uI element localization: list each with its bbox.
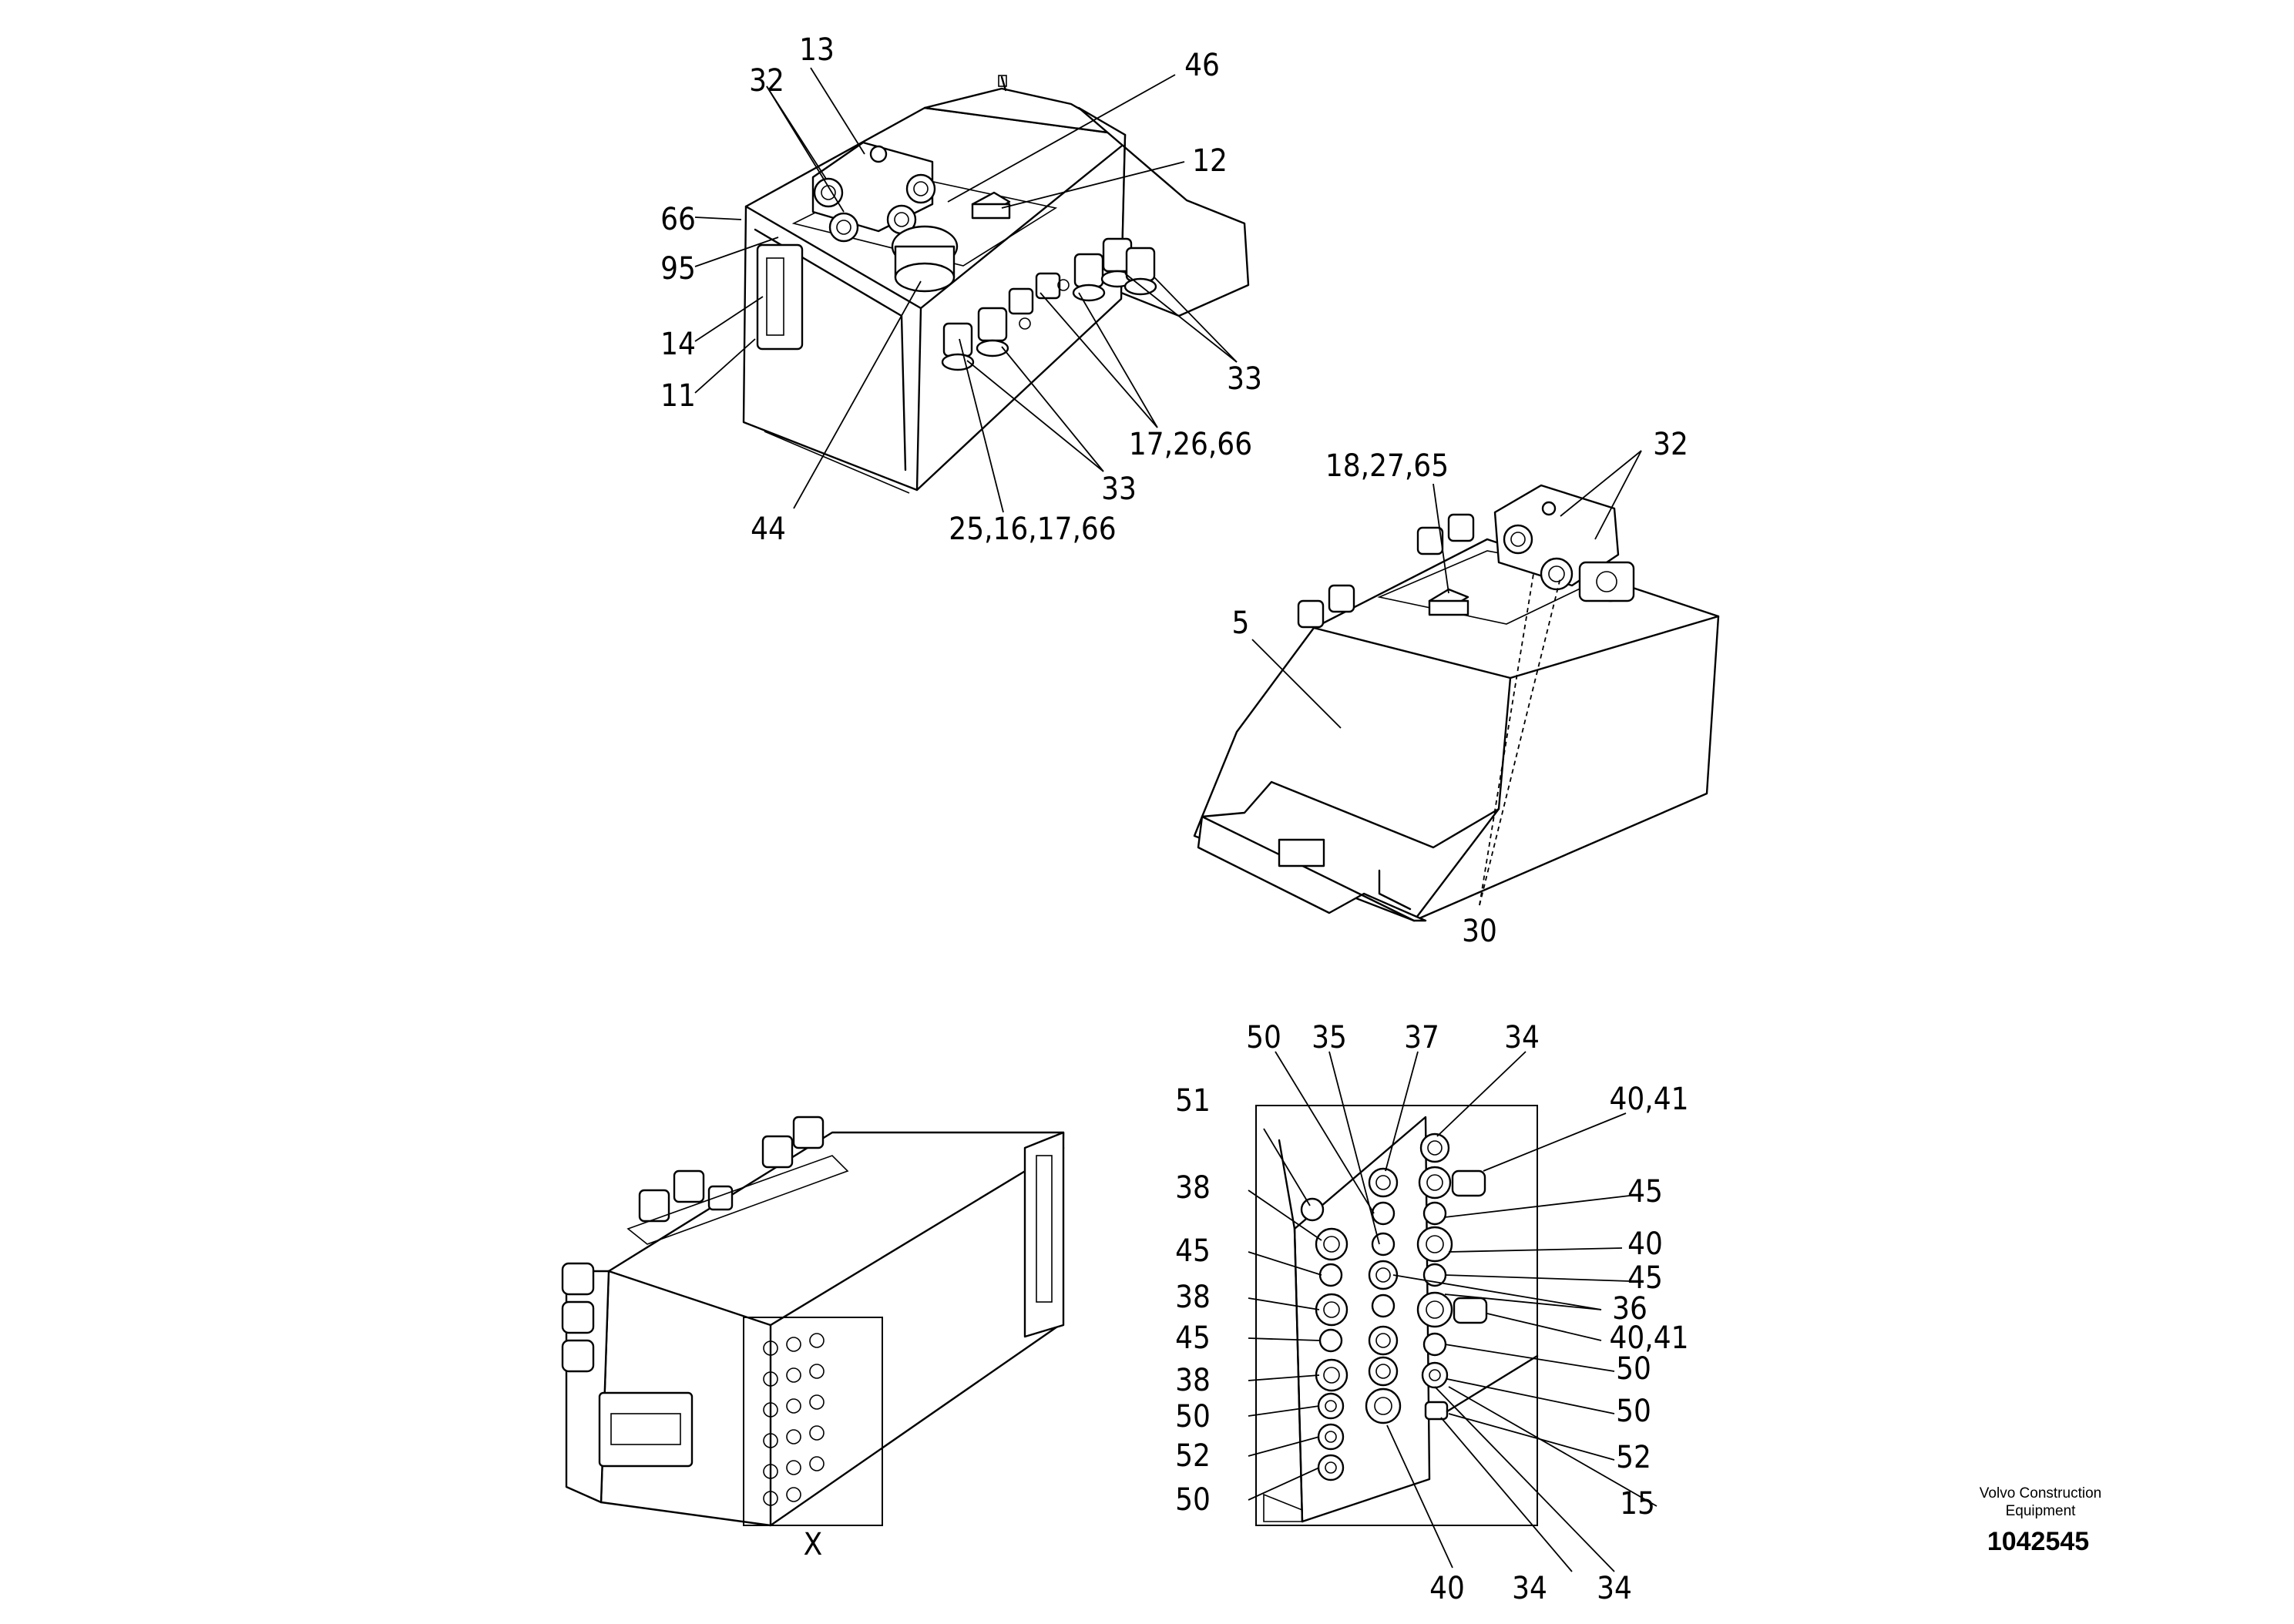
leaders-top-left [694,67,1238,513]
callout-17-26-66: 17,26,66 [1129,427,1252,462]
breather [971,191,1011,220]
callout-95: 95 [660,251,696,287]
detail-x-view: 50 35 37 34 51 38 45 38 45 38 50 52 50 4… [1175,1020,1688,1606]
bottom-left-tank-view: X [561,1116,1065,1562]
callout-37: 37 [1404,1020,1439,1055]
callout-50-a: 50 [1175,1399,1211,1434]
callout-40-41-b: 40,41 [1610,1320,1689,1356]
filter-housing-2 [1493,484,1635,602]
callout-33-b: 33 [1101,471,1137,507]
callout-18-27-65: 18,27,65 [1325,448,1449,484]
callout-40-bottom: 40 [1429,1571,1465,1606]
top-left-tank-view: 13 32 46 12 66 95 14 11 33 17,26,66 33 2… [660,32,1262,547]
side-fittings-3 [561,1262,595,1373]
callout-11: 11 [660,378,696,414]
callout-15: 15 [1620,1486,1655,1522]
leaders-detail-x [1248,1051,1658,1572]
callout-30: 30 [1462,914,1497,949]
detail-x-fittings-small [763,1333,825,1506]
title-block: Volvo Construction Equipment 1042545 [1980,1485,2101,1556]
callout-45-c: 45 [1627,1174,1663,1210]
detail-x-border [1255,1105,1538,1526]
document-number: 1042545 [1987,1527,2089,1556]
callout-33-a: 33 [1227,361,1262,397]
callout-40-41-a: 40,41 [1610,1082,1689,1117]
fittings-col-a [1300,1197,1349,1481]
callout-50-top: 50 [1246,1020,1281,1055]
brand-line-1: Volvo Construction [1980,1485,2101,1502]
callout-12: 12 [1192,143,1228,179]
callout-50-b: 50 [1175,1482,1211,1518]
callout-45-a: 45 [1175,1233,1211,1269]
fittings-col-b [1365,1167,1402,1424]
hose-fittings-33 [941,237,1157,371]
callout-35: 35 [1312,1020,1347,1055]
callout-34-top: 34 [1504,1020,1540,1055]
callout-13: 13 [799,32,835,68]
callout-38-b: 38 [1175,1280,1211,1315]
callout-51: 51 [1175,1083,1211,1119]
callout-40: 40 [1627,1226,1663,1262]
callout-38-a: 38 [1175,1170,1211,1206]
callout-50-c: 50 [1616,1351,1651,1387]
brand-line-2: Equipment [2006,1503,2077,1519]
filler-cap [891,225,959,293]
callout-45-b: 45 [1175,1320,1211,1356]
callout-66: 66 [660,202,696,237]
callout-32-b: 32 [1653,427,1688,462]
callout-38-c: 38 [1175,1363,1211,1398]
callout-44: 44 [751,512,786,547]
callout-36: 36 [1612,1291,1647,1327]
detail-x-frame [743,1317,883,1526]
callout-52-a: 52 [1175,1438,1211,1474]
fittings-col-c [1416,1132,1539,1421]
callout-25-16-17-66: 25,16,17,66 [949,512,1116,547]
callout-5: 5 [1232,606,1250,641]
middle-right-tank-view: 18,27,65 32 5 30 [1193,427,1720,949]
callout-50-d: 50 [1616,1394,1651,1429]
rear-flange [1077,106,1250,317]
sight-glass-3 [598,1391,694,1468]
callout-52-b: 52 [1616,1440,1651,1475]
callout-34-a: 34 [1512,1571,1547,1606]
top-fittings-3 [626,1116,849,1245]
leaders-middle-right [1251,450,1642,906]
detail-marker-x: X [804,1527,823,1562]
callout-46: 46 [1184,48,1220,83]
callout-14: 14 [660,327,696,362]
callout-45-d: 45 [1627,1260,1663,1296]
callout-34-b: 34 [1597,1571,1632,1606]
callout-32: 32 [749,63,784,99]
sight-glass [756,243,804,351]
